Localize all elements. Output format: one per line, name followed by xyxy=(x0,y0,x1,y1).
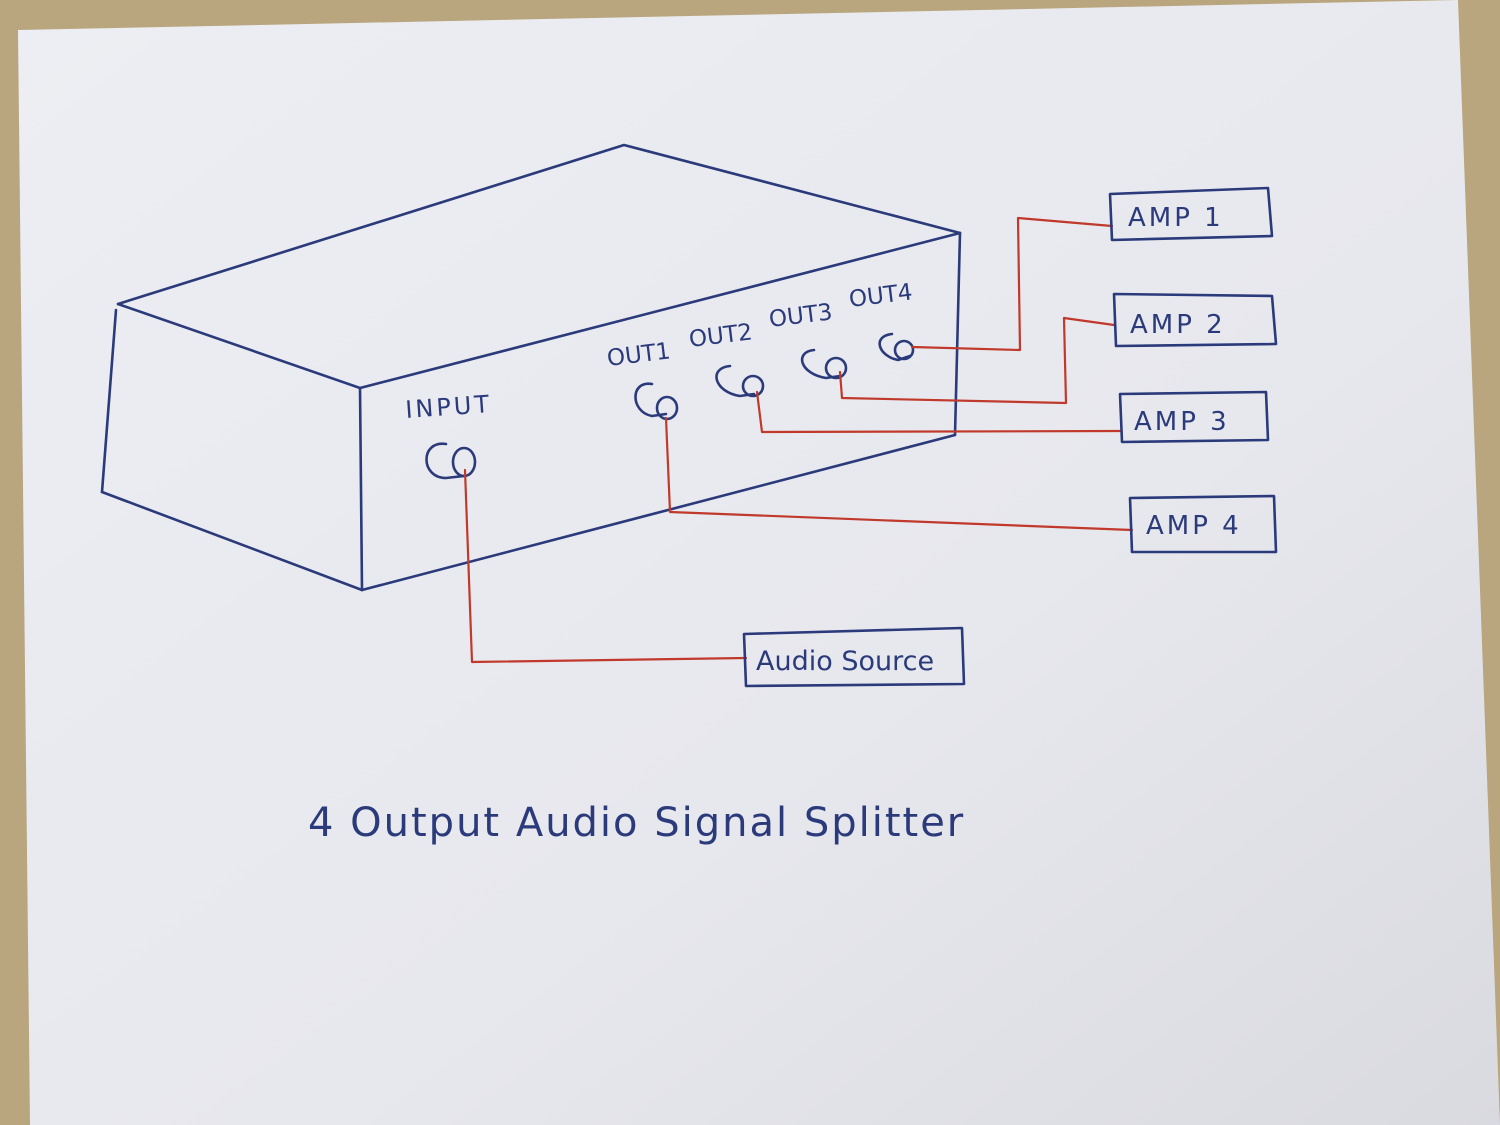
wire-out2-amp3 xyxy=(755,390,1122,434)
wire-out1-amp4 xyxy=(664,416,1134,532)
amp-3-box: AMP 3 xyxy=(1118,390,1270,444)
box-front-bottom xyxy=(360,433,957,592)
paper-sheet xyxy=(18,0,1500,1125)
out4-jack-icon xyxy=(878,332,915,362)
audio-source-box: Audio Source xyxy=(742,626,966,688)
box-top-edges xyxy=(116,143,962,306)
input-label: INPUT xyxy=(404,390,492,424)
box-left-vertical xyxy=(100,308,118,494)
amp-4-box: AMP 4 xyxy=(1128,494,1278,554)
out2-jack-icon xyxy=(715,364,765,398)
box-left-bottom xyxy=(100,490,364,592)
wire-input-source xyxy=(463,468,748,664)
amp-1-label: AMP 1 xyxy=(1128,203,1224,233)
wire-out3-amp2 xyxy=(838,316,1116,405)
wire-out4-amp1 xyxy=(910,216,1114,352)
splitter-box xyxy=(100,143,962,592)
box-front-top-edge xyxy=(358,231,962,390)
amp-1-box: AMP 1 xyxy=(1108,186,1274,242)
amp-2-box: AMP 2 xyxy=(1112,292,1278,348)
box-front-vertical xyxy=(358,386,364,592)
input-jack-icon xyxy=(425,442,477,480)
audio-source-label: Audio Source xyxy=(756,646,934,677)
amp-4-label: AMP 4 xyxy=(1146,511,1242,541)
box-top-back-edge xyxy=(116,302,362,390)
amp-2-label: AMP 2 xyxy=(1130,310,1226,340)
out3-jack-icon xyxy=(800,348,848,380)
amp-3-label: AMP 3 xyxy=(1134,407,1230,437)
diagram-title: 4 Output Audio Signal Splitter xyxy=(308,800,965,846)
